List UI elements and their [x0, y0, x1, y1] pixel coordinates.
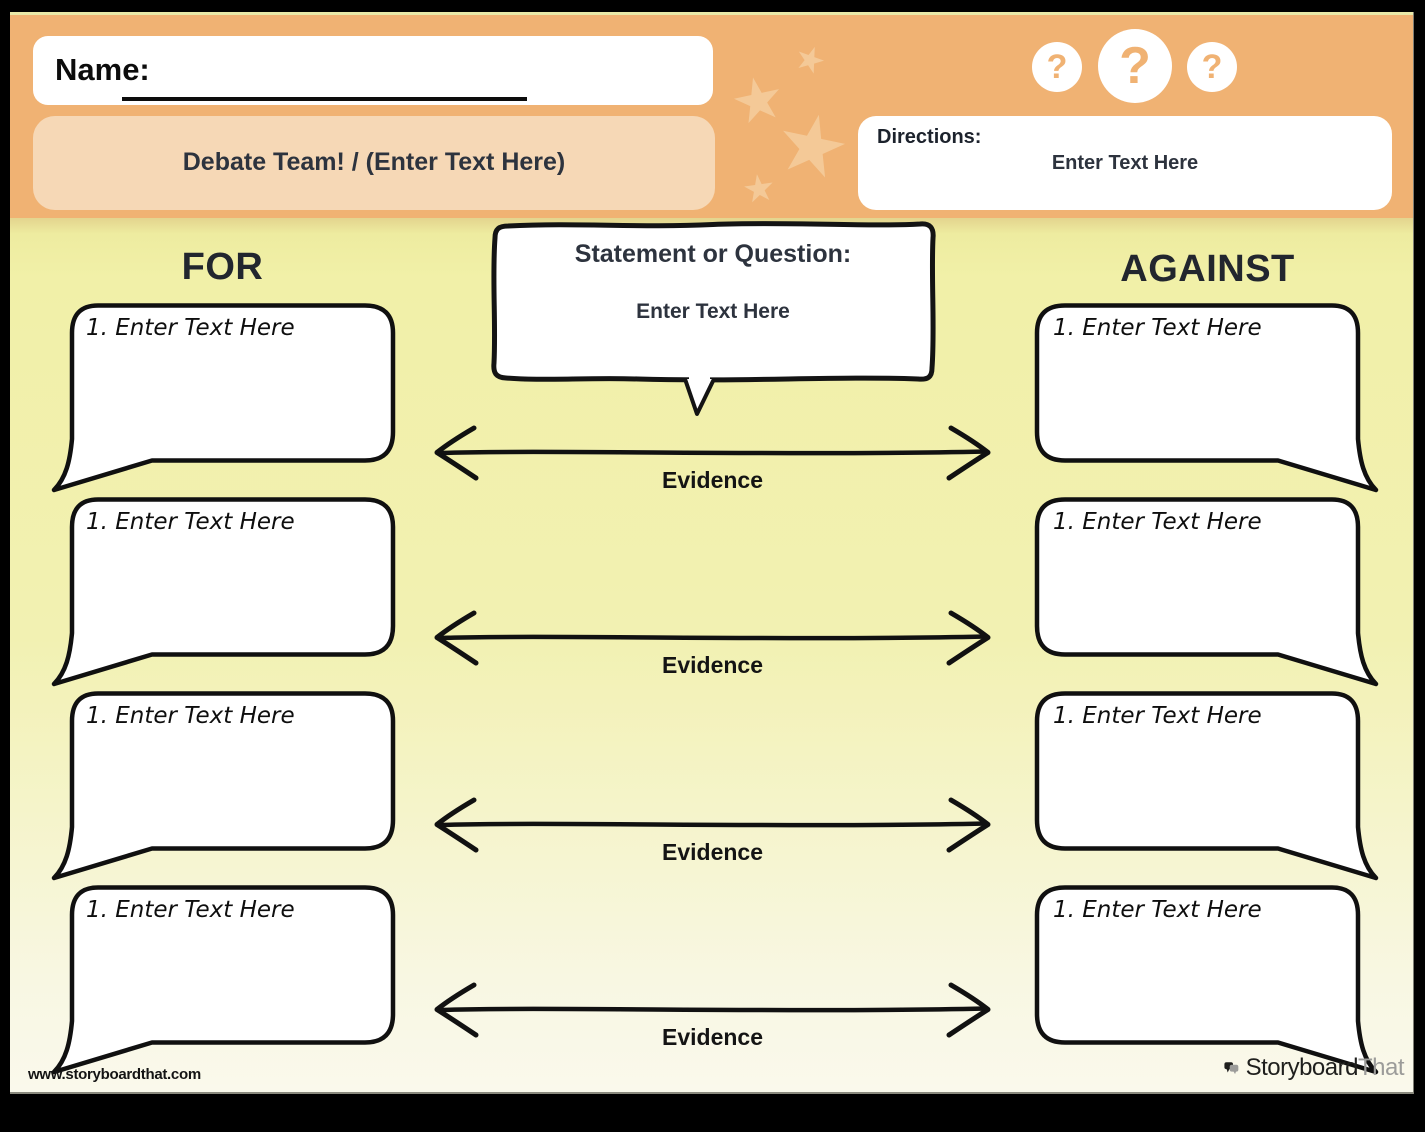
worksheet-title-box[interactable]: Debate Team! / (Enter Text Here)	[33, 116, 715, 210]
for-bubble-text-2[interactable]: 1. Enter Text Here	[86, 509, 295, 535]
for-column-heading: FOR	[181, 246, 264, 288]
directions-text[interactable]: Enter Text Here	[1051, 152, 1199, 174]
evidence-label-1: Evidence	[662, 467, 763, 493]
against-bubble-text-4[interactable]: 1. Enter Text Here	[1053, 897, 1262, 923]
statement-title: Statement or Question:	[574, 240, 852, 268]
name-label: Name:	[55, 52, 150, 87]
against-speech-bubble-1[interactable]	[1025, 303, 1390, 498]
directions-box: Directions: Enter Text Here	[858, 116, 1392, 210]
name-input-line[interactable]	[122, 97, 527, 101]
against-bubble-text-1[interactable]: 1. Enter Text Here	[1053, 315, 1262, 341]
question-mark-glyph: ?	[1201, 47, 1223, 86]
statement-bubble-outline	[491, 221, 936, 383]
name-field-box: Name:	[33, 36, 713, 105]
for-speech-bubble-2[interactable]	[40, 497, 405, 692]
star-icon	[773, 108, 851, 186]
statement-bubble-tail	[683, 378, 716, 416]
question-mark-icon: ?	[1187, 42, 1237, 92]
logo-text: StoryboardThat	[1245, 1054, 1405, 1082]
against-speech-bubble-4[interactable]	[1025, 885, 1390, 1080]
for-bubble-text-4[interactable]: 1. Enter Text Here	[86, 897, 295, 923]
website-url[interactable]: www.storyboardthat.com	[28, 1066, 201, 1083]
worksheet-title: Debate Team! / (Enter Text Here)	[182, 148, 566, 176]
for-bubble-text-3[interactable]: 1. Enter Text Here	[86, 703, 295, 729]
against-bubble-text-2[interactable]: 1. Enter Text Here	[1053, 509, 1262, 535]
header-band: Name: Debate Team! / (Enter Text Here) ?…	[10, 12, 1413, 218]
for-speech-bubble-4[interactable]	[40, 885, 405, 1080]
against-bubble-text-3[interactable]: 1. Enter Text Here	[1053, 703, 1262, 729]
against-column-heading: AGAINST	[1120, 248, 1295, 290]
question-mark-glyph: ?	[1046, 47, 1068, 86]
evidence-arrow-3	[434, 797, 991, 853]
question-mark-icon: ?	[1098, 29, 1172, 103]
star-icon	[730, 73, 787, 130]
evidence-label-3: Evidence	[662, 839, 763, 865]
for-speech-bubble-1[interactable]	[40, 303, 405, 498]
against-speech-bubble-2[interactable]	[1025, 497, 1390, 692]
evidence-label-4: Evidence	[662, 1024, 763, 1050]
logo-text-primary: Storyboard	[1245, 1054, 1359, 1081]
for-bubble-text-1[interactable]: 1. Enter Text Here	[86, 315, 295, 341]
question-mark-icon: ?	[1032, 42, 1082, 92]
statement-speech-bubble[interactable]	[488, 218, 938, 423]
star-icon	[792, 42, 828, 78]
evidence-arrow-4	[434, 982, 991, 1038]
evidence-arrow-2	[434, 610, 991, 666]
evidence-arrow-1	[434, 425, 991, 481]
statement-text[interactable]: Enter Text Here	[636, 300, 790, 323]
worksheet-page: Name: Debate Team! / (Enter Text Here) ?…	[10, 12, 1414, 1094]
star-icon	[742, 172, 776, 206]
against-speech-bubble-3[interactable]	[1025, 691, 1390, 886]
storyboardthat-logo[interactable]: StoryboardThat	[1224, 1050, 1405, 1086]
for-speech-bubble-3[interactable]	[40, 691, 405, 886]
logo-text-secondary: That	[1357, 1054, 1405, 1081]
question-mark-glyph: ?	[1119, 37, 1151, 95]
speech-bubbles-icon	[1224, 1062, 1239, 1075]
evidence-label-2: Evidence	[662, 652, 763, 678]
directions-label: Directions:	[877, 126, 982, 148]
